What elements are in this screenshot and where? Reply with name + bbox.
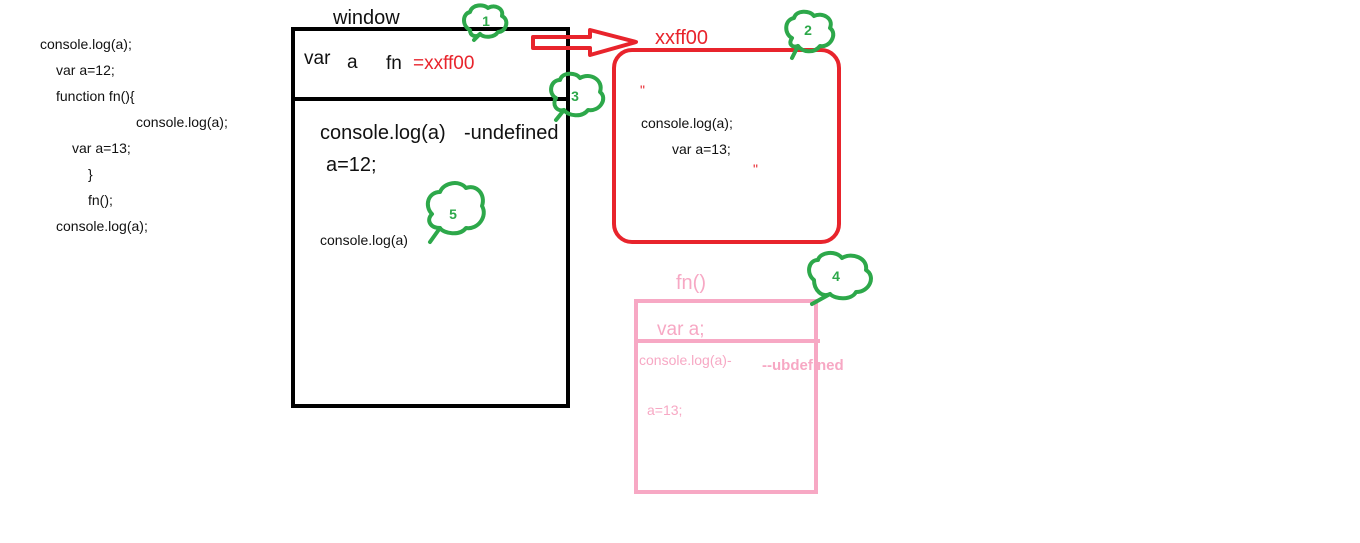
- fn-log-result: --ubdefined: [762, 357, 844, 374]
- window-log-first-result: -undefined: [464, 122, 559, 144]
- window-assign: a=12;: [326, 154, 377, 176]
- window-log-first: console.log(a): [320, 122, 446, 144]
- code-line: var a=12;: [56, 62, 115, 78]
- window-var-label: var: [304, 48, 331, 69]
- heap-line-1: console.log(a);: [641, 115, 733, 131]
- fn-log: console.log(a)-: [639, 352, 732, 368]
- heap-line-2: var a=13;: [672, 141, 731, 157]
- code-line: console.log(a);: [136, 114, 228, 130]
- right-arrow-icon: [531, 28, 638, 57]
- heap-address: xxff00: [655, 27, 708, 49]
- fn-scope-title: fn(): [676, 272, 706, 294]
- heap-box: [612, 48, 841, 244]
- marker-number-5: 5: [449, 206, 457, 222]
- cloud-speech-bubble-icon: [425, 181, 486, 244]
- cloud-speech-bubble-icon: [462, 3, 509, 42]
- heap-open-quote: ": [640, 82, 645, 98]
- marker-number-4: 4: [832, 268, 840, 284]
- code-line: function fn(){: [56, 88, 135, 104]
- marker-number-3: 3: [571, 88, 579, 104]
- fn-assign: a=13;: [647, 402, 683, 418]
- code-line: console.log(a);: [40, 36, 132, 52]
- window-scope-title: window: [333, 7, 400, 29]
- cloud-speech-bubble-icon: [784, 9, 836, 60]
- window-fn-label: fn: [386, 53, 402, 74]
- fn-var-label: var a;: [657, 319, 705, 340]
- cloud-speech-bubble-icon: [549, 71, 606, 122]
- window-a-label: a: [347, 52, 358, 73]
- marker-number-2: 2: [804, 22, 812, 38]
- marker-number-1: 1: [482, 13, 490, 29]
- window-fn-value: =xxff00: [413, 53, 475, 74]
- code-line: var a=13;: [72, 140, 131, 156]
- cloud-speech-bubble-icon: [807, 251, 873, 306]
- code-line: }: [88, 166, 93, 182]
- code-line: fn();: [88, 192, 113, 208]
- window-scope-box: [291, 27, 570, 408]
- code-line: console.log(a);: [56, 218, 148, 234]
- window-log-second: console.log(a): [320, 232, 408, 248]
- heap-close-quote: ": [753, 161, 758, 177]
- fn-scope-box: [634, 299, 818, 494]
